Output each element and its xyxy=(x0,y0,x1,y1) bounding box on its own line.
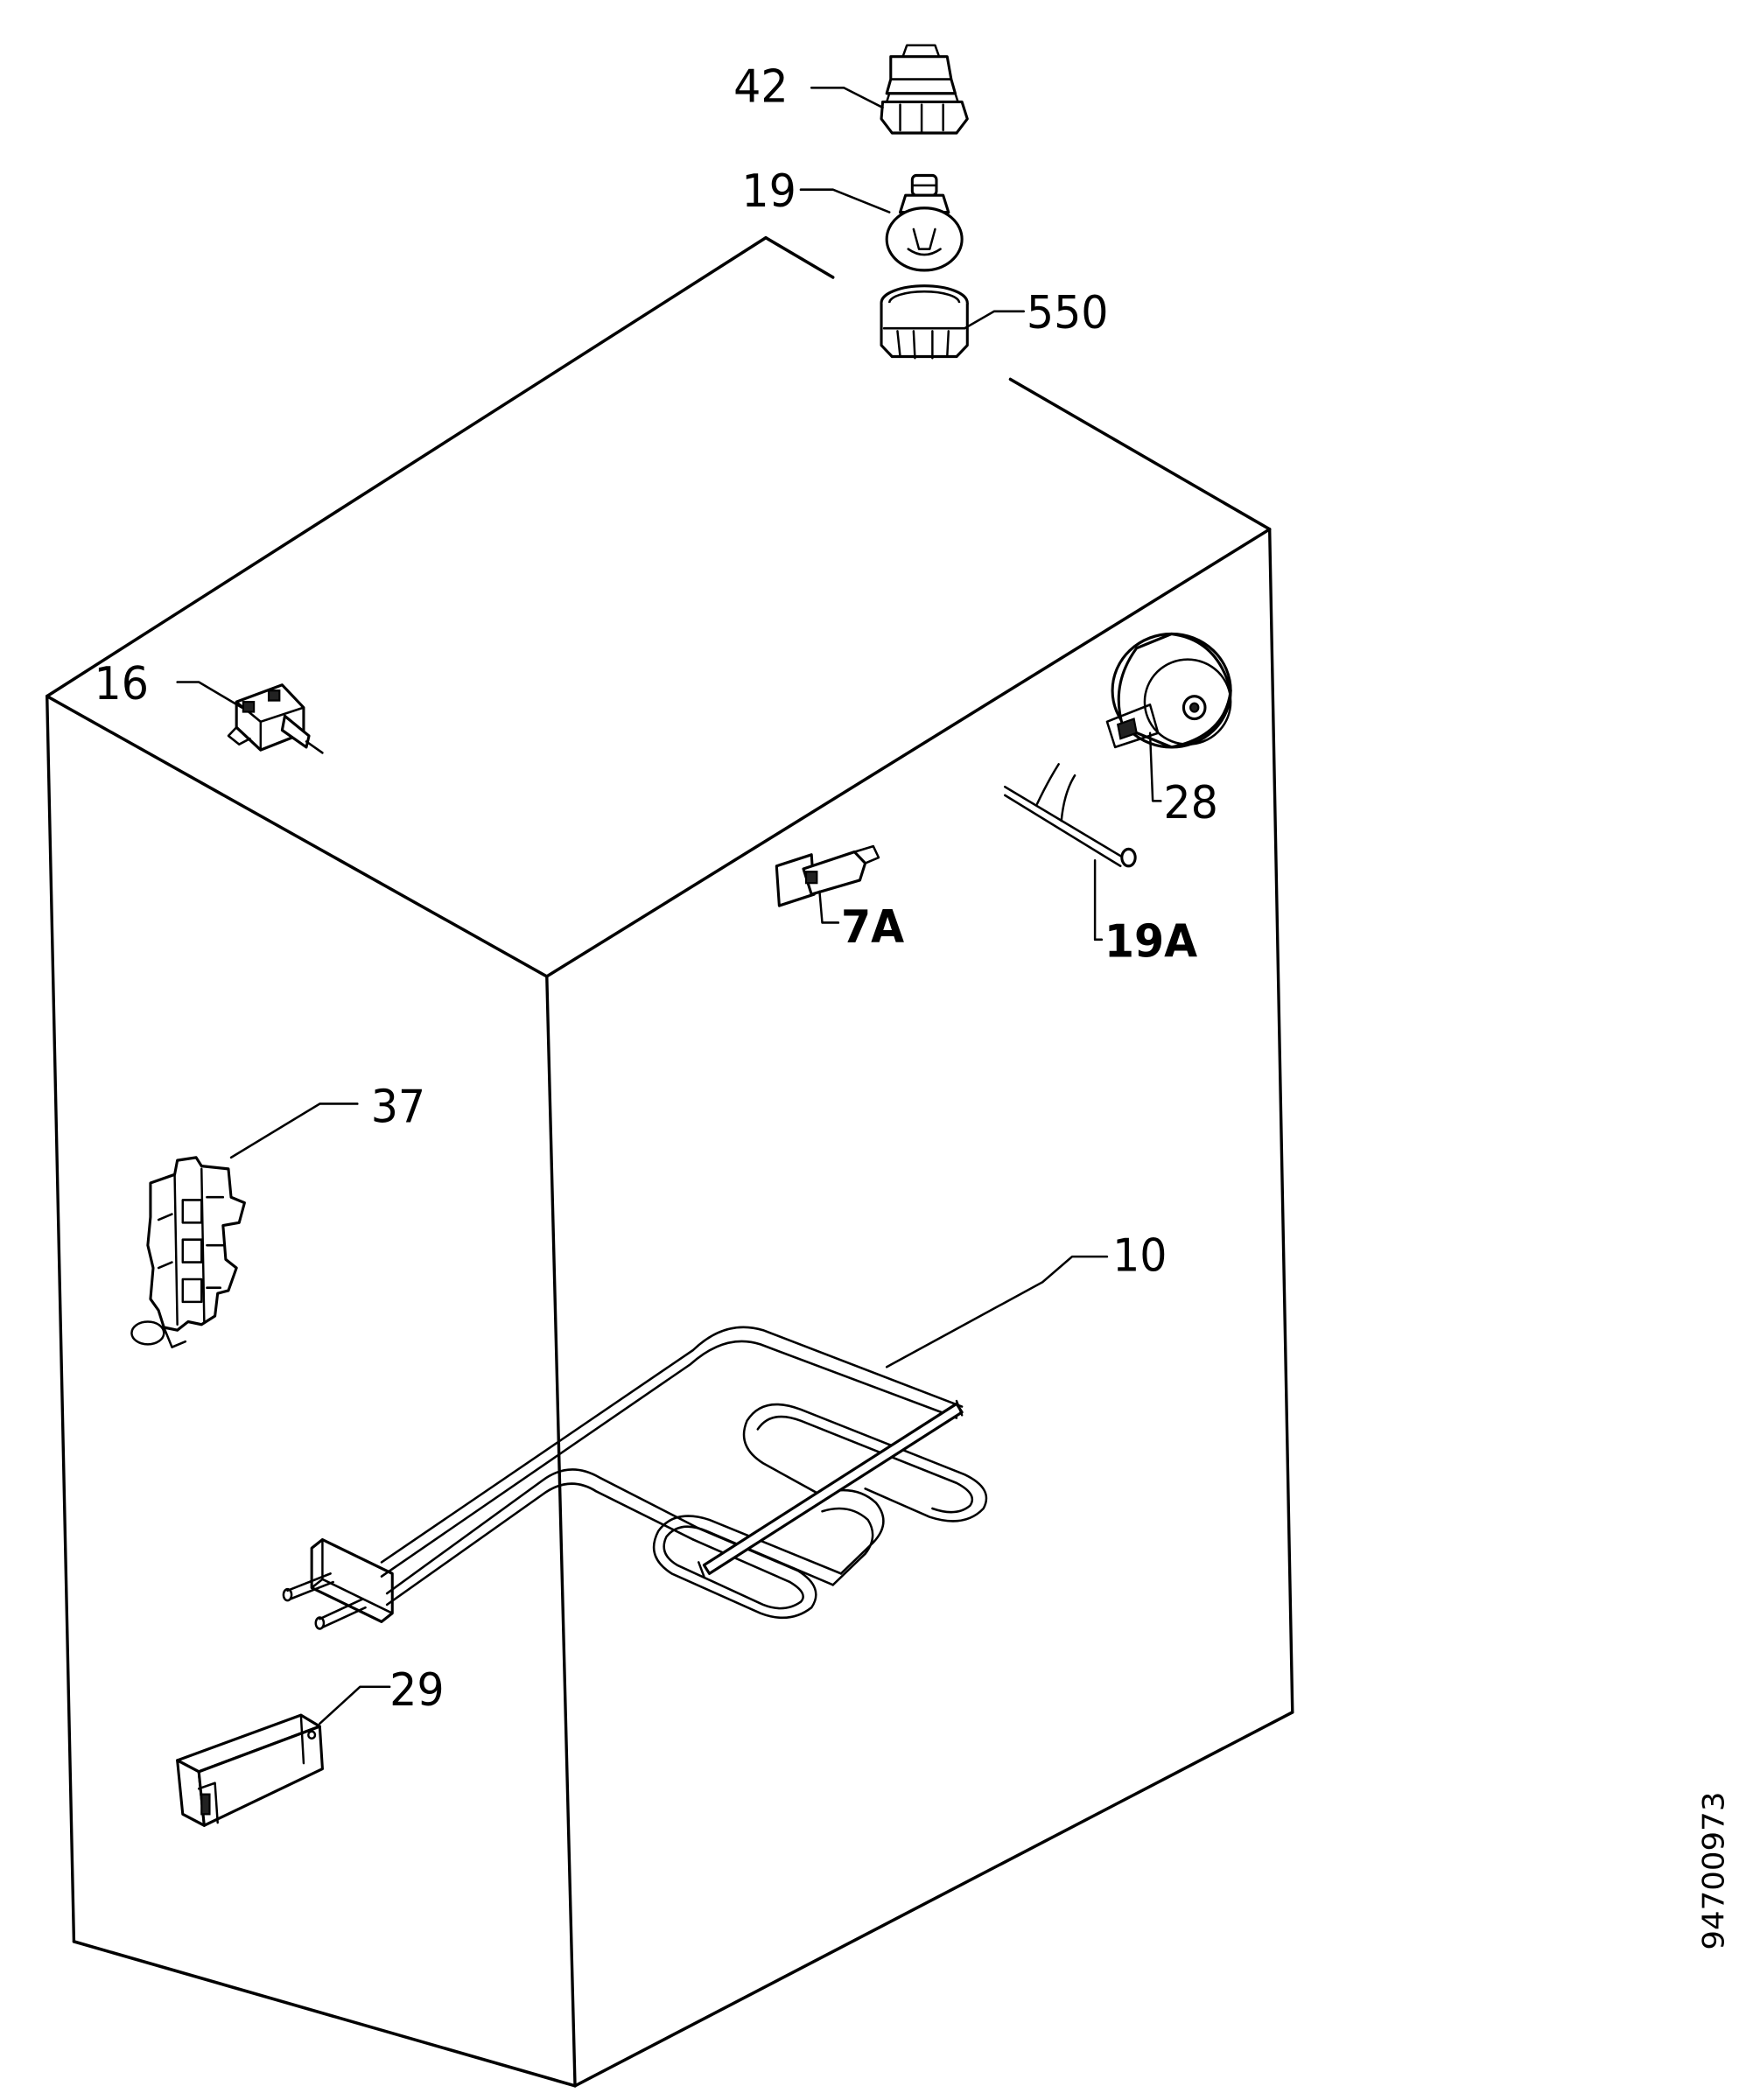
lamp-bulb-part xyxy=(799,173,964,272)
label-19: 19 xyxy=(741,164,796,218)
label-7a: 7A xyxy=(841,900,904,954)
label-28: 28 xyxy=(1163,776,1217,830)
document-code: 94700973 xyxy=(1697,1792,1731,1950)
lamp-cap-part xyxy=(810,44,969,135)
heating-element-part xyxy=(282,1255,1109,1630)
label-550: 550 xyxy=(1027,286,1109,340)
fan-motor-part xyxy=(1105,632,1232,802)
push-switch-part xyxy=(176,681,324,754)
label-37: 37 xyxy=(371,1080,425,1133)
label-29: 29 xyxy=(389,1663,444,1717)
cabinet-outline xyxy=(46,235,1294,2088)
lamp-holder-part xyxy=(880,284,1025,360)
label-16: 16 xyxy=(94,657,148,710)
label-19a: 19A xyxy=(1104,914,1197,968)
label-42: 42 xyxy=(733,60,788,113)
label-10: 10 xyxy=(1112,1228,1167,1282)
terminal-block-part xyxy=(130,1102,359,1348)
sensor-probe-part xyxy=(1004,763,1137,942)
micro-switch-part xyxy=(775,844,880,924)
bracket-part xyxy=(176,1685,391,1827)
